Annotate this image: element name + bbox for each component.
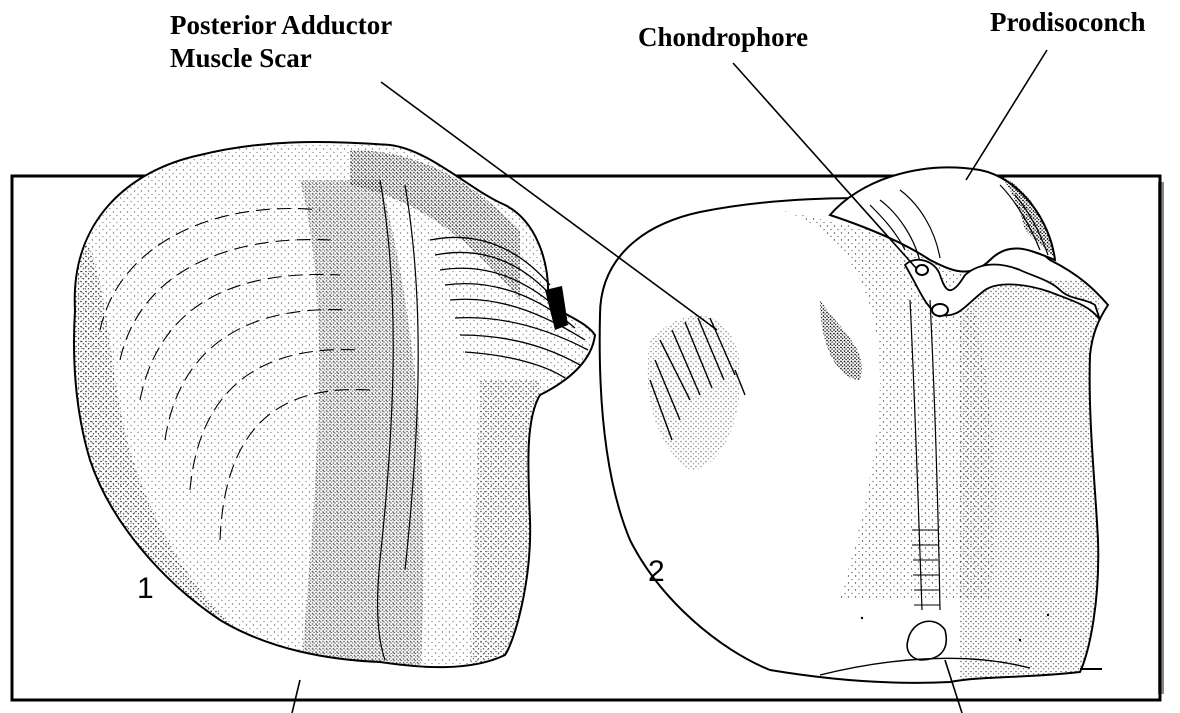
figure-number-2: 2 — [648, 555, 665, 589]
posterior-adductor-label-line1: Posterior Adductor — [170, 9, 392, 42]
chondrophore-pit — [916, 265, 928, 275]
prodisoconch-label: Prodisoconch — [990, 6, 1146, 39]
leader-line-bottom-left — [292, 680, 300, 713]
leader-line-prodisoconch — [966, 50, 1047, 180]
figure-number-1: 1 — [137, 572, 154, 606]
chondrophore-label: Chondrophore — [638, 21, 808, 54]
posterior-adductor-muscle-scar-label: Posterior Adductor Muscle Scar — [170, 9, 392, 75]
posterior-adductor-label-line2: Muscle Scar — [170, 42, 392, 75]
shell-interior-view — [600, 167, 1108, 690]
